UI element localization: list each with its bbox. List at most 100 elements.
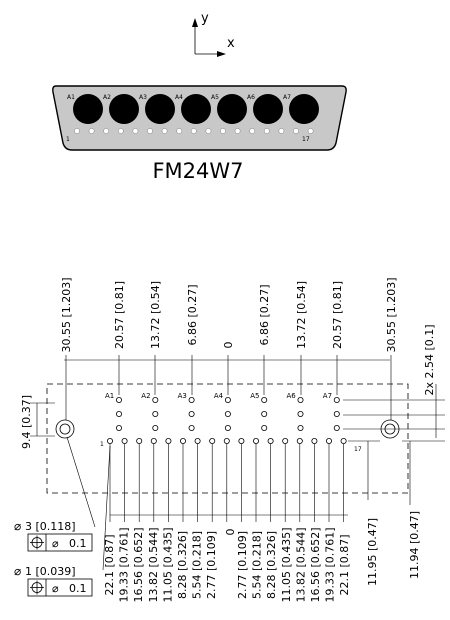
fp-small-pin <box>311 437 318 444</box>
fp-label-first: 1 <box>100 441 104 448</box>
bottom-dim-label-right: 22.1 [0.87] <box>338 534 351 595</box>
bottom-dim-label-right: 19.33 [0.761] <box>324 527 337 602</box>
fp-large-label: A6 <box>287 392 297 400</box>
bottom-dim-label-right: 11.05 [0.435] <box>280 527 293 602</box>
bottom-dim-label-right: 13.82 [0.544] <box>294 527 307 602</box>
fp-large-pin <box>297 424 304 431</box>
fp-large-pin <box>188 410 195 417</box>
footprint-outline <box>46 383 409 494</box>
small-contact <box>234 128 241 134</box>
large-contact-label: A5 <box>211 94 219 101</box>
fp-large-label: A4 <box>214 392 224 400</box>
small-contact <box>307 128 314 134</box>
bottom-dim-label-left: 8.28 [0.326] <box>176 531 189 599</box>
fp-small-pin <box>325 437 332 444</box>
fp-large-label: A3 <box>178 392 187 400</box>
tol-small: 0.1 <box>69 582 87 595</box>
fp-large-pin <box>261 410 268 417</box>
fp-small-pin <box>282 437 289 444</box>
fp-large-pin <box>152 396 159 403</box>
top-dim-label: 6.86 [0.27] <box>186 284 199 345</box>
fp-small-pin <box>121 437 128 444</box>
bottom-dim-label-right: 2.77 [0.109] <box>236 531 249 599</box>
small-contact <box>220 128 226 134</box>
top-dim-label: 6.86 [0.27] <box>258 284 271 345</box>
bottom-dim-label-right: 8.28 [0.326] <box>265 531 278 599</box>
fp-small-pin <box>107 437 114 444</box>
contact-label-last: 17 <box>302 136 310 143</box>
fp-large-pin <box>297 410 304 417</box>
diameter-symbol-small: ⌀ <box>14 564 21 578</box>
hole-large-label: 3 [0.118] <box>25 520 76 533</box>
bottom-dim-label-left: 5.54 [0.218] <box>191 531 204 599</box>
small-contact <box>103 128 109 134</box>
fp-large-pin <box>297 396 304 403</box>
fp-large-pin <box>261 396 268 403</box>
right-vert-label-1: 11.95 [0.47] <box>366 518 379 586</box>
fp-large-pin <box>116 410 123 417</box>
fp-small-pin <box>296 437 303 444</box>
axis-y-label: y <box>201 11 209 26</box>
large-contact <box>109 94 139 124</box>
small-contact <box>147 128 153 134</box>
bottom-dim-label-left: 11.05 [0.435] <box>161 527 174 602</box>
bottom-dim-label-left: 16.56 [0.652] <box>132 527 145 602</box>
hole-callout-large: ⌀ 3 [0.118] ⌀ 0.1 <box>14 436 96 552</box>
top-dim-label: 30.55 [1.203] <box>385 277 398 352</box>
fp-large-pin <box>152 410 159 417</box>
bottom-dim-label-right: 5.54 [0.218] <box>251 531 264 599</box>
large-contact <box>145 94 175 124</box>
bottom-dim-label-left: 19.33 [0.761] <box>118 527 131 602</box>
bottom-zero-label: 0 <box>224 529 237 536</box>
fp-small-pin <box>136 437 143 444</box>
hole-callout-small: ⌀ 1 [0.039] ⌀ 0.1 <box>14 445 111 597</box>
axis-x-label: x <box>227 36 235 51</box>
top-dim-label: 20.57 [0.81] <box>113 281 126 349</box>
small-contact <box>278 128 285 134</box>
large-contact <box>73 94 103 124</box>
part-number-title: FM24W7 <box>152 159 243 183</box>
fp-small-pin <box>238 437 245 444</box>
large-contact-label: A1 <box>67 94 75 101</box>
bottom-dim-label-left: 13.82 [0.544] <box>147 527 160 602</box>
left-dim-label: 9.4 [0.37] <box>20 395 33 449</box>
small-contact <box>263 128 270 134</box>
large-contact <box>181 94 211 124</box>
large-contact-label: A2 <box>103 94 111 101</box>
small-contact <box>88 128 95 134</box>
axis-indicator: y x <box>192 11 235 57</box>
top-dim-label: 13.72 [0.54] <box>149 281 162 349</box>
bottom-dim-label-left: 2.77 [0.109] <box>205 531 218 599</box>
hole-small-label: 1 [0.039] <box>25 565 76 578</box>
large-contact-label: A6 <box>247 94 255 101</box>
fp-small-pin <box>267 437 274 444</box>
fp-label-last: 17 <box>354 446 362 453</box>
small-contact <box>132 128 139 134</box>
fp-small-pin <box>150 437 157 444</box>
fp-large-pin <box>224 396 231 403</box>
fp-large-pin <box>224 410 231 417</box>
fp-large-pin <box>261 424 268 431</box>
fp-small-pin <box>179 437 186 444</box>
fp-large-pin <box>224 424 231 431</box>
diameter-symbol-large: ⌀ <box>14 519 21 533</box>
fp-small-pin <box>223 437 230 444</box>
right-pitch-label: 2x 2.54 [0.1] <box>423 324 436 395</box>
svg-text:⌀: ⌀ <box>52 537 59 550</box>
fp-small-pin <box>194 437 201 444</box>
fp-large-pin <box>152 424 159 431</box>
small-contact <box>293 128 299 134</box>
fp-large-pin <box>188 424 195 431</box>
fp-small-pin <box>340 437 347 444</box>
bottom-dim-label-left: 22.1 [0.87] <box>103 534 116 595</box>
top-dim-label: 20.57 [0.81] <box>331 281 344 349</box>
fp-large-label: A5 <box>250 392 259 400</box>
top-dim-label: 13.72 [0.54] <box>295 281 308 349</box>
large-contact-label: A7 <box>283 94 291 101</box>
contact-label-first: 1 <box>66 136 70 143</box>
right-vert-label-2: 11.94 [0.47] <box>408 511 421 579</box>
small-contact <box>74 128 80 134</box>
mounting-hole-left <box>55 419 75 439</box>
